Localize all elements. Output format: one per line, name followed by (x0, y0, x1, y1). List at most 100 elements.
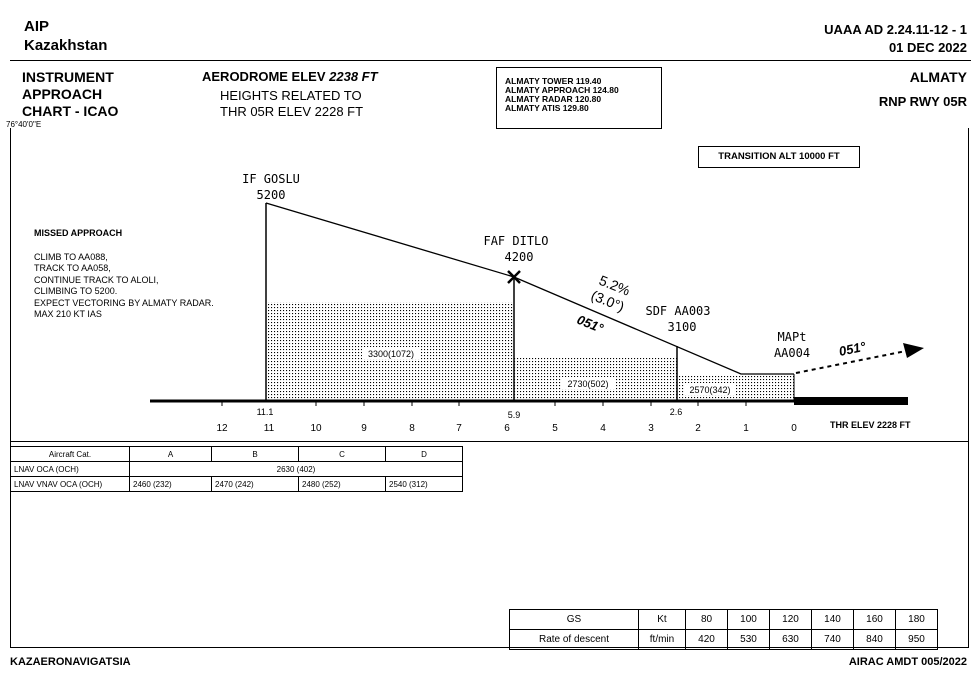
descent-path (265, 202, 794, 375)
faf-fix-altitude: 4200 (505, 250, 534, 264)
distance-labels: 12 11 10 9 8 7 6 5 4 3 2 1 0 (216, 423, 797, 434)
table-cell: 2470 (242) (211, 476, 299, 492)
distance-label: 12 (216, 423, 228, 434)
table-cell: 2460 (232) (129, 476, 212, 492)
page-reference: UAAA AD 2.24.11-12 - 1 (824, 22, 967, 37)
distance-ticks (221, 401, 747, 406)
rate-of-descent-table: GS Kt 80 100 120 140 160 180 Rate of des… (509, 609, 938, 650)
table-cell: LNAV OCA (OCH) (10, 461, 130, 477)
table-cell: LNAV VNAV OCA (OCH) (10, 476, 130, 492)
procedure-name: RNP RWY 05R (878, 94, 967, 109)
table-row: GS Kt 80 100 120 140 160 180 (509, 609, 938, 630)
frequency-atis: ALMATY ATIS 129.80 (505, 103, 589, 113)
aerodrome-elev-value: 2238 FT (329, 69, 378, 84)
distance-label: 11 (264, 423, 275, 434)
table-cell: 180 (895, 609, 938, 630)
heights-line1: HEIGHTS RELATED TO (220, 88, 362, 103)
footer-amendment: AIRAC AMDT 005/2022 (848, 656, 967, 668)
table-cell: 2630 (402) (129, 461, 463, 477)
table-cell: 2540 (312) (385, 476, 463, 492)
table-cell: 630 (769, 629, 812, 650)
missed-approach-line: EXPECT VECTORING BY ALMATY RADAR. (34, 297, 214, 308)
table-cell: GS (509, 609, 639, 630)
table-header-cell: A (129, 446, 212, 462)
table-row: LNAV VNAV OCA (OCH) 2460 (232) 2470 (242… (10, 476, 463, 492)
distance-label: 5 (552, 423, 558, 434)
distance-label: 1 (743, 423, 749, 434)
frequency-approach: ALMATY APPROACH 124.80 (505, 85, 619, 95)
aerodrome-elevation: AERODROME ELEV 2238 FT (202, 69, 378, 84)
publication-label: AIP (24, 18, 50, 35)
sdf-fix-altitude: 3100 (668, 320, 697, 334)
city-name: ALMATY (909, 69, 967, 85)
profile-frame (10, 128, 969, 648)
segment-label-final: 2730(502) (567, 379, 608, 389)
oca-divider (10, 441, 969, 442)
table-cell: 120 (769, 609, 812, 630)
table-row: LNAV OCA (OCH) 2630 (402) (10, 461, 463, 477)
if-distance: 11.1 (257, 407, 274, 417)
header-divider (10, 60, 971, 61)
table-row: Rate of descent ft/min 420 530 630 740 8… (509, 629, 938, 650)
table-header-cell: Aircraft Cat. (10, 446, 130, 462)
transition-altitude-box: TRANSITION ALT 10000 FT (698, 146, 860, 168)
country-label: Kazakhstan (24, 37, 108, 54)
frequency-box: ALMATY TOWER 119.40 ALMATY APPROACH 124.… (496, 67, 662, 129)
missed-approach-line: CLIMBING TO 5200. (34, 286, 118, 296)
table-cell: 840 (853, 629, 896, 650)
distance-label: 3 (648, 423, 654, 434)
missed-approach-title: MISSED APPROACH (34, 228, 123, 238)
table-header-cell: D (385, 446, 463, 462)
table-cell: 740 (811, 629, 854, 650)
table-cell: 140 (811, 609, 854, 630)
distance-label: 0 (791, 423, 797, 434)
map-fix-name: MAPt (778, 330, 807, 344)
missed-approach-block: MISSED APPROACH CLIMB TO AA088, TRACK TO… (34, 228, 214, 321)
publication-date: 01 DEC 2022 (888, 40, 967, 55)
longitude-label: 76°40'0"E (6, 120, 42, 129)
chart-type-line3: CHART - ICAO (22, 103, 119, 119)
distance-label: 10 (310, 423, 322, 434)
distance-label: 4 (600, 423, 606, 434)
chart-type-line1: INSTRUMENT (22, 69, 114, 85)
missed-approach-line: TRACK TO AA058, (34, 263, 111, 273)
distance-label: 8 (409, 423, 415, 434)
heights-line2: THR 05R ELEV 2228 FT (220, 104, 364, 119)
table-cell: 420 (685, 629, 728, 650)
if-fix-altitude: 5200 (257, 188, 286, 202)
table-header-cell: C (298, 446, 386, 462)
aerodrome-elev-label: AERODROME ELEV (202, 69, 326, 84)
table-cell: 80 (685, 609, 728, 630)
if-fix-name: IF GOSLU (242, 172, 300, 186)
inbound-track: 051° (575, 312, 606, 336)
map-fix-id: AA004 (774, 346, 810, 360)
missed-approach-line: CONTINUE TRACK TO ALOLI, (34, 274, 159, 285)
sdf-fix-name: SDF AA003 (645, 304, 710, 318)
missed-track: 051° (838, 339, 868, 359)
frequency-tower: ALMATY TOWER 119.40 (505, 76, 602, 86)
distance-label: 7 (456, 423, 462, 434)
table-cell: 2480 (252) (298, 476, 386, 492)
table-row: Aircraft Cat. A B C D (10, 446, 463, 462)
footer-publisher: KAZAERONAVIGATSIA (10, 656, 131, 668)
chart-type-line2: APPROACH (22, 86, 103, 102)
segment-label-sdf: 2570(342) (689, 385, 730, 395)
runway-bar (794, 397, 908, 405)
segment-label-intermediate: 3300(1072) (368, 349, 414, 359)
faf-fix-name: FAF DITLO (483, 234, 548, 248)
distance-label: 6 (504, 423, 510, 434)
sdf-distance: 2.6 (670, 407, 683, 417)
distance-label: 2 (695, 423, 701, 434)
faf-cross-icon (507, 270, 521, 284)
missed-approach-path (795, 350, 907, 374)
frequency-radar: ALMATY RADAR 120.80 (505, 94, 602, 104)
table-cell: ft/min (638, 629, 686, 650)
table-header-cell: B (211, 446, 299, 462)
table-cell: 530 (727, 629, 770, 650)
table-cell: 100 (727, 609, 770, 630)
table-cell: 160 (853, 609, 896, 630)
threshold-elevation: THR ELEV 2228 FT (830, 420, 911, 430)
missed-approach-line: CLIMB TO AA088, (34, 251, 108, 262)
table-cell: 950 (895, 629, 938, 650)
